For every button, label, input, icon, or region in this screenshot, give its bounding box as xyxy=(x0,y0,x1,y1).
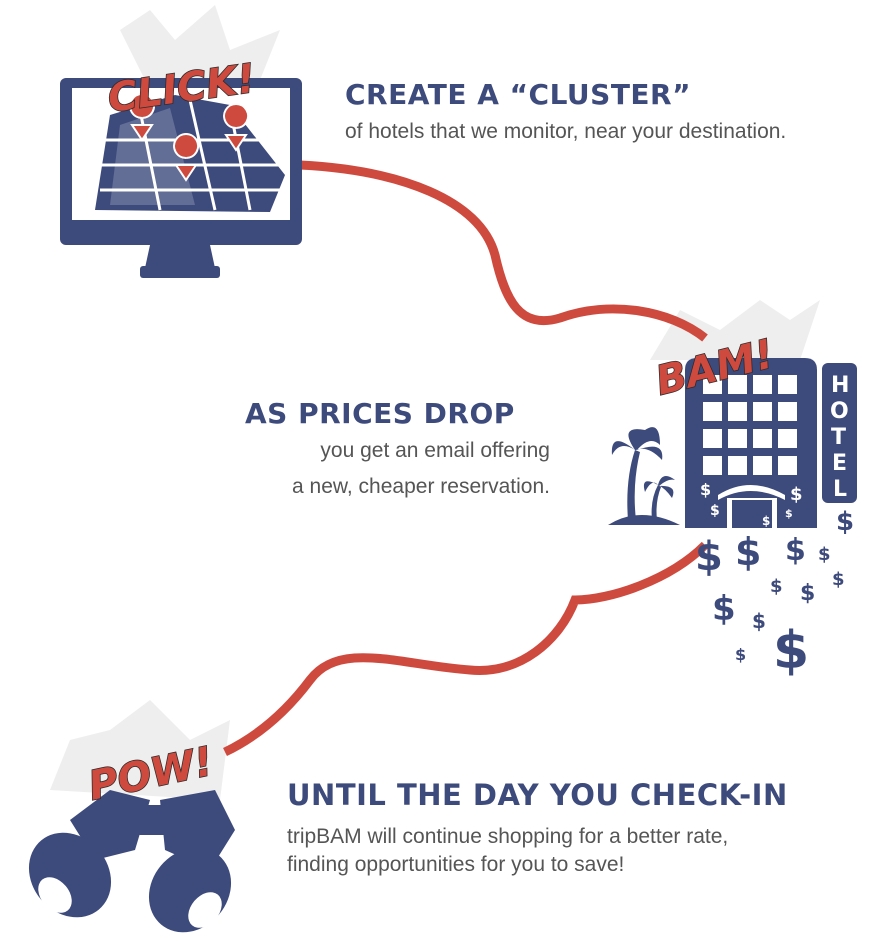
hotel-window xyxy=(703,375,722,394)
hotel-window xyxy=(753,429,772,448)
falling-dollars: $$$$$$$$$$$$$$$$$ xyxy=(695,480,854,681)
dollar-sign-icon: $ xyxy=(785,507,793,520)
dollar-sign-icon: $ xyxy=(735,530,761,574)
hotel-window xyxy=(753,402,772,421)
hotel-sign-letter: H xyxy=(831,373,849,398)
dollar-sign-icon: $ xyxy=(773,621,809,681)
hotel-window xyxy=(753,456,772,475)
step3-description-line2: finding opportunities for you to save! xyxy=(287,853,625,876)
step2-description-line2: a new, cheaper reservation. xyxy=(292,475,550,498)
hotel-window xyxy=(778,402,797,421)
hotel-sign-letter: O xyxy=(830,399,849,424)
burst-background-bam xyxy=(650,300,820,360)
connector-arc-bottom xyxy=(223,541,709,757)
binoculars-icon xyxy=(28,790,235,933)
palm-tree-icon xyxy=(608,427,680,525)
hotel-window xyxy=(728,402,747,421)
dollar-sign-icon: $ xyxy=(700,480,711,499)
hotel-window xyxy=(703,402,722,421)
dollar-sign-icon: $ xyxy=(832,569,845,590)
step3-description-line1: tripBAM will continue shopping for a bet… xyxy=(287,825,729,848)
burst-background-pow xyxy=(50,700,230,800)
dollar-sign-icon: $ xyxy=(818,544,831,565)
dollar-sign-icon: $ xyxy=(710,503,720,519)
hotel-sign-letter: E xyxy=(832,451,847,476)
step2-title: AS PRICES DROP xyxy=(245,397,515,430)
dollar-sign-icon: $ xyxy=(762,514,770,528)
map-pin-icon xyxy=(129,93,250,182)
hotel-sign-letter: T xyxy=(831,425,846,450)
dollar-sign-icon: $ xyxy=(790,484,803,505)
burst-background-click xyxy=(120,5,280,90)
monitor-icon xyxy=(60,78,302,278)
dollar-sign-icon: $ xyxy=(712,589,736,629)
hotel-window xyxy=(778,429,797,448)
hotel-window xyxy=(728,429,747,448)
hotel-window xyxy=(728,375,747,394)
dollar-sign-icon: $ xyxy=(735,645,746,664)
step1-title: CREATE A “CLUSTER” xyxy=(345,78,692,111)
dollar-sign-icon: $ xyxy=(770,576,783,597)
dollar-sign-icon: $ xyxy=(752,609,766,633)
step3-title: UNTIL THE DAY YOU CHECK-IN xyxy=(287,778,788,812)
step1-description: of hotels that we monitor, near your des… xyxy=(345,120,787,143)
hotel-window xyxy=(703,456,722,475)
dollar-sign-icon: $ xyxy=(800,581,815,606)
hotel-window xyxy=(703,429,722,448)
hotel-building-icon: H O T E L xyxy=(685,358,857,528)
connector-arc-top xyxy=(299,160,708,342)
step2-description-line1: you get an email offering xyxy=(320,439,550,462)
hotel-window xyxy=(778,375,797,394)
hotel-window xyxy=(728,456,747,475)
hotel-sign-letter: L xyxy=(833,477,847,502)
hotel-window xyxy=(753,375,772,394)
hotel-window xyxy=(778,456,797,475)
dollar-sign-icon: $ xyxy=(695,534,723,580)
dollar-sign-icon: $ xyxy=(785,533,806,568)
dollar-sign-icon: $ xyxy=(836,507,854,537)
